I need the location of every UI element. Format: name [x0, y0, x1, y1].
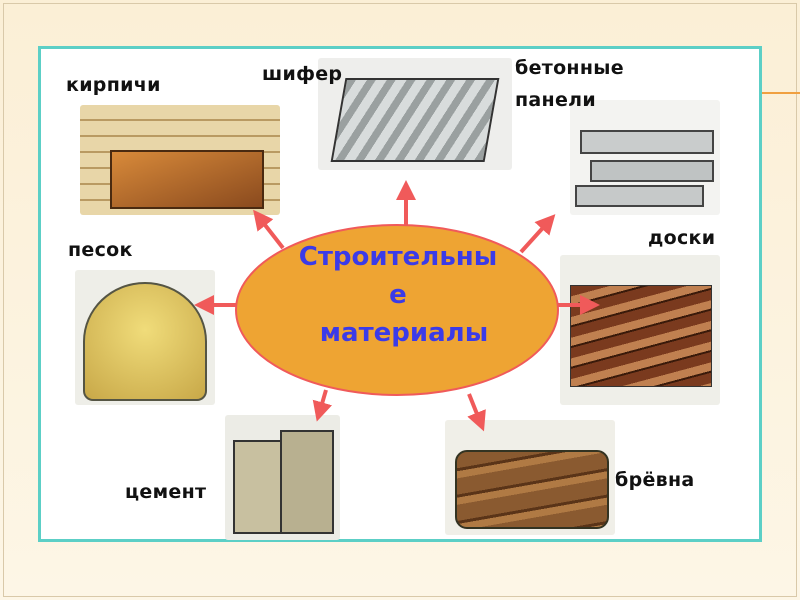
label-cement: цемент — [125, 481, 207, 503]
boards-image — [560, 255, 720, 405]
arrow-to-panels — [519, 214, 556, 254]
bricks-image — [80, 105, 280, 215]
label-slate: шифер — [262, 63, 343, 85]
title-line-2: е — [389, 280, 407, 310]
arrow-to-logs — [467, 393, 486, 432]
label-bricks: кирпичи — [66, 74, 161, 96]
logs-image — [445, 420, 615, 535]
arrow-to-cement — [312, 389, 332, 422]
label-panels-1: бетонные — [515, 57, 624, 79]
title-line-3: материалы — [319, 318, 489, 348]
center-title: Строительны е материалы — [236, 238, 560, 352]
cement-image — [225, 415, 340, 540]
label-logs: брёвна — [615, 469, 695, 491]
center-ellipse — [235, 224, 559, 396]
label-boards: доски — [648, 227, 716, 249]
arrow-to-bricks — [253, 209, 285, 250]
label-sand: песок — [68, 239, 133, 261]
accent-line — [762, 92, 800, 94]
slate-image — [318, 58, 512, 170]
title-line-1: Строительны — [298, 242, 498, 272]
concrete-panels-image — [570, 100, 720, 215]
slide-border — [3, 3, 797, 597]
label-panels-2: панели — [515, 89, 596, 111]
sand-image — [75, 270, 215, 405]
